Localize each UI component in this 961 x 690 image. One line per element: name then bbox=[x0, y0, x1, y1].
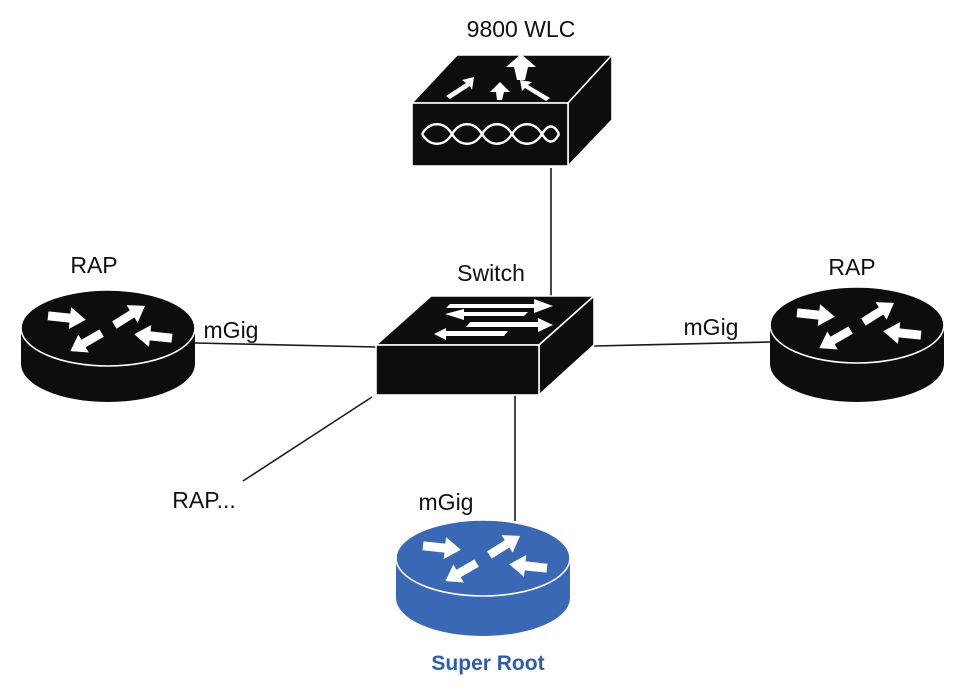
super-root-label: Super Root bbox=[431, 652, 544, 675]
link-switch-rap-left bbox=[194, 342, 377, 348]
mgig-right-label: mGig bbox=[684, 314, 739, 340]
switch-device bbox=[375, 295, 595, 396]
wlc-arrows-icon bbox=[446, 54, 550, 101]
wlc-device bbox=[411, 54, 613, 167]
super-root-device bbox=[395, 519, 571, 636]
mgig-bottom-label: mGig bbox=[419, 489, 474, 515]
switch-arrows-icon bbox=[434, 299, 553, 340]
link-switch-rap-more bbox=[242, 396, 373, 482]
mgig-left-label: mGig bbox=[204, 317, 259, 343]
rap-left-label: RAP bbox=[70, 252, 117, 278]
rap-more-label: RAP... bbox=[172, 487, 236, 513]
wlc-wave-icon bbox=[420, 123, 561, 145]
wlc-label: 9800 WLC bbox=[467, 16, 576, 42]
rap-left-device bbox=[20, 289, 196, 402]
rap-right-label: RAP bbox=[828, 254, 875, 280]
switch-label: Switch bbox=[457, 260, 525, 286]
link-switch-rap-right bbox=[593, 341, 772, 347]
rap-right-device bbox=[769, 286, 945, 402]
